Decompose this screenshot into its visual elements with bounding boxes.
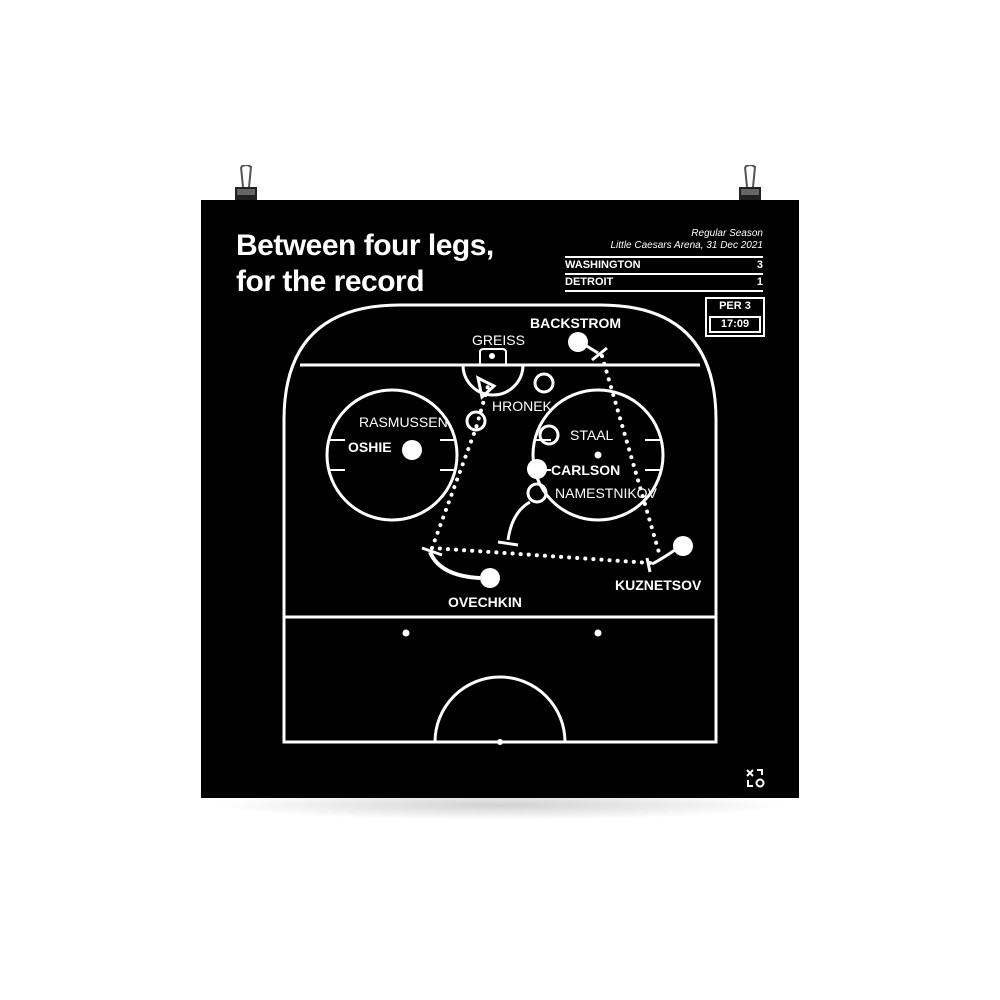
player-backstrom [568, 332, 588, 352]
player-carlson [527, 459, 547, 479]
score-row-detroit: DETROIT 1 [565, 273, 763, 292]
faceoff-circle-right [531, 388, 665, 522]
team-name: WASHINGTON [565, 259, 641, 271]
play-title: Between four legs, for the record [236, 228, 494, 300]
x-o-play-icon [746, 769, 765, 788]
label-greiss: GREISS [472, 332, 525, 348]
stop-mark [497, 540, 519, 547]
player-greiss [489, 353, 495, 359]
period: PER 3 [719, 300, 751, 312]
season: Regular Season [691, 228, 763, 239]
shot-arrow-icon [475, 375, 497, 400]
skate-path-kuznetsov [651, 548, 676, 566]
neutral-dot-right [594, 629, 602, 637]
skate-path-ovechkin [428, 551, 481, 580]
pass-kuznetsov-ovechkin [430, 546, 652, 565]
skate-path-backstrom [584, 343, 599, 355]
label-namestnikov: NAMESTNIKOV [555, 485, 658, 501]
goal-net [479, 348, 507, 365]
label-rasmussen: RASMUSSEN [359, 414, 448, 430]
pass-backstrom-kuznetsov [600, 354, 662, 558]
label-oshie: OSHIE [348, 439, 392, 455]
player-staal [538, 424, 560, 446]
game-meta: Regular Season Little Caesars Arena, 31 … [565, 228, 764, 252]
player-kuznetsov [673, 536, 693, 556]
pass-ovechkin-shot [430, 384, 490, 550]
stop-mark [645, 557, 652, 573]
player-markers [402, 332, 693, 588]
player-rasmussen [465, 410, 487, 432]
skate-path-namestnikov [506, 500, 531, 541]
player-labels: BACKSTROM GREISS HRONEK RASMUSSEN OSHIE … [348, 315, 702, 610]
venue-date: Little Caesars Arena, 31 Dec 2021 [610, 240, 764, 251]
title-line-2: for the record [236, 265, 425, 298]
label-staal: STAAL [570, 427, 614, 443]
faceoff-dot-right [594, 451, 602, 459]
player-oshie [402, 440, 422, 460]
rink-boards [282, 303, 718, 744]
faceoff-circle-left [325, 388, 459, 522]
center-circle [433, 675, 567, 743]
team-score: 3 [756, 259, 763, 271]
stop-mark [591, 346, 608, 362]
label-backstrom: BACKSTROM [530, 315, 621, 331]
title-line-1: Between four legs, [236, 229, 494, 262]
stop-mark [421, 546, 443, 557]
label-carlson: CARLSON [551, 462, 620, 478]
center-dot [497, 739, 503, 745]
clock: 17:09 [709, 316, 761, 333]
neutral-dot-left [402, 629, 410, 637]
label-kuznetsov: KUZNETSOV [615, 577, 702, 593]
goal-crease [461, 364, 525, 397]
label-ovechkin: OVECHKIN [448, 594, 522, 610]
player-namestnikov [526, 482, 548, 504]
label-hronek: HRONEK [492, 398, 553, 414]
poster [201, 200, 799, 798]
team-name: DETROIT [565, 276, 614, 288]
team-score: 1 [756, 276, 763, 288]
player-hronek [533, 372, 555, 394]
player-ovechkin [480, 568, 500, 588]
score-row-washington: WASHINGTON 3 [565, 256, 763, 273]
period-box: PER 3 17:09 [705, 297, 765, 337]
